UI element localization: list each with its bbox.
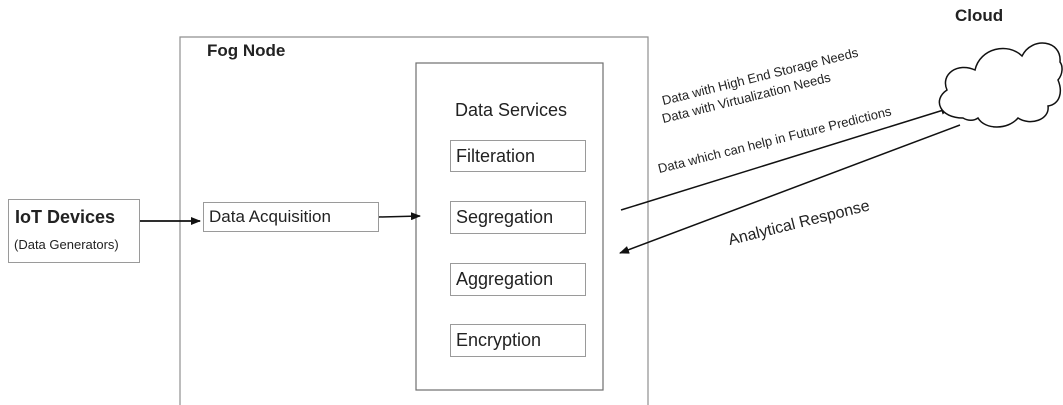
service-label: Segregation (456, 207, 554, 227)
data-acquisition-box: Data Acquisition (203, 202, 379, 232)
service-encryption: Encryption (450, 324, 586, 357)
downlink-arrow (619, 124, 961, 254)
service-label: Filteration (456, 146, 536, 166)
iot-devices-subtitle: (Data Generators) (14, 237, 119, 252)
cloud-icon (938, 42, 1063, 128)
iot-devices-title: IoT Devices (15, 207, 116, 227)
iot-devices-box: IoT Devices (Data Generators) (8, 199, 140, 263)
uplink-arrow (620, 106, 951, 211)
service-label: Encryption (456, 330, 542, 350)
service-aggregation: Aggregation (450, 263, 586, 296)
acquisition-to-services-arrow (378, 212, 421, 221)
data-services-title: Data Services (455, 100, 568, 120)
data-acquisition-label: Data Acquisition (209, 207, 331, 226)
service-segregation: Segregation (450, 201, 586, 234)
cloud-label: Cloud (955, 6, 1004, 25)
data-services-container (415, 62, 604, 391)
service-label: Aggregation (456, 269, 554, 289)
fog-node-label: Fog Node (207, 41, 286, 60)
service-filteration: Filteration (450, 140, 586, 172)
